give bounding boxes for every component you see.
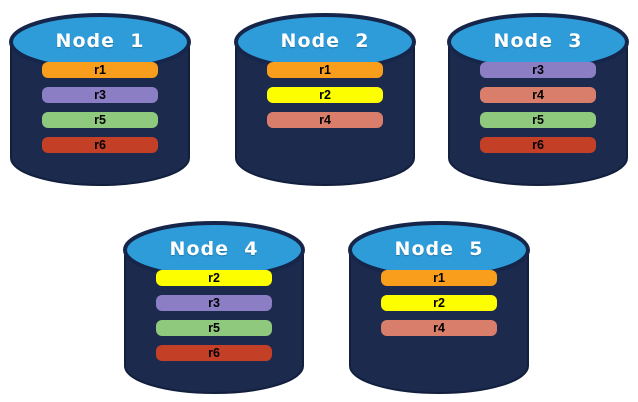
replica-bar-r3: r3	[42, 87, 158, 103]
database-node-node-5: Node 5 r1 r2 r4	[347, 218, 531, 398]
replica-bar-r4: r4	[480, 87, 596, 103]
replica-bar-r3: r3	[156, 295, 272, 311]
replica-bar-r3: r3	[480, 62, 596, 78]
replica-list: r3 r4 r5 r6	[480, 62, 596, 162]
replica-bar-r6: r6	[156, 345, 272, 361]
database-node-node-2: Node 2 r1 r2 r4	[233, 10, 417, 190]
replica-bar-r2: r2	[156, 270, 272, 286]
replica-bar-r2: r2	[267, 87, 383, 103]
replica-list: r1 r3 r5 r6	[42, 62, 158, 162]
replica-bar-r6: r6	[42, 137, 158, 153]
node-label: Node 5	[394, 238, 484, 260]
database-node-node-3: Node 3 r3 r4 r5 r6	[446, 10, 630, 190]
node-label: Node 2	[280, 30, 370, 52]
replica-bar-r1: r1	[42, 62, 158, 78]
replica-bar-r4: r4	[381, 320, 497, 336]
node-label: Node 3	[493, 30, 583, 52]
replica-list: r1 r2 r4	[267, 62, 383, 137]
replica-bar-r4: r4	[267, 112, 383, 128]
replica-bar-r1: r1	[267, 62, 383, 78]
node-label: Node 4	[169, 238, 259, 260]
replica-bar-r5: r5	[156, 320, 272, 336]
replica-list: r2 r3 r5 r6	[156, 270, 272, 370]
database-node-node-1: Node 1 r1 r3 r5 r6	[8, 10, 192, 190]
replica-bar-r5: r5	[480, 112, 596, 128]
replica-bar-r1: r1	[381, 270, 497, 286]
replica-bar-r5: r5	[42, 112, 158, 128]
replica-list: r1 r2 r4	[381, 270, 497, 345]
replica-bar-r2: r2	[381, 295, 497, 311]
database-node-node-4: Node 4 r2 r3 r5 r6	[122, 218, 306, 398]
node-label: Node 1	[55, 30, 145, 52]
replica-bar-r6: r6	[480, 137, 596, 153]
